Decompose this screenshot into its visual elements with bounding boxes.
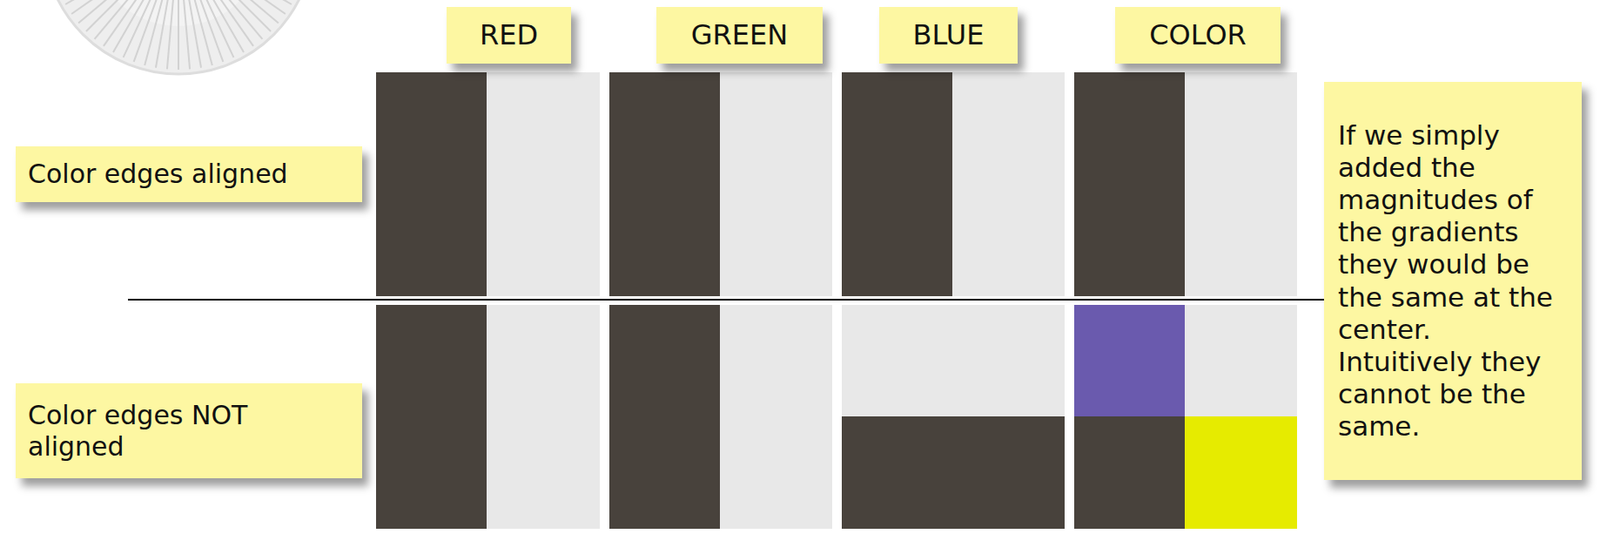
logo-ray <box>94 0 157 40</box>
note-text: If we simply added the magnitudes of the… <box>1337 119 1568 444</box>
dark-region <box>1074 416 1185 529</box>
dark-region <box>1074 72 1185 296</box>
dark-region <box>841 72 953 296</box>
row-label-note: Color edges NOT aligned <box>15 383 363 478</box>
yellow-region <box>1184 416 1298 529</box>
logo-ray <box>71 0 150 14</box>
header-note: BLUE <box>879 6 1018 64</box>
panel <box>376 72 600 296</box>
panel <box>841 304 1065 529</box>
logo-ray <box>86 0 155 32</box>
logo <box>43 0 314 74</box>
note-text: COLOR <box>1123 18 1272 52</box>
note-text: Color edges aligned <box>27 158 350 190</box>
panel <box>609 304 833 529</box>
panel <box>1074 72 1298 296</box>
panel <box>376 304 600 529</box>
explanation-note: If we simply added the magnitudes of the… <box>1324 81 1582 480</box>
panel <box>841 72 1065 296</box>
logo-ray <box>65 0 148 5</box>
header-note: RED <box>446 6 572 64</box>
note-text: RED <box>455 18 563 52</box>
row-label-note: Color edges aligned <box>15 146 363 202</box>
logo-ray <box>177 0 180 70</box>
purple-region <box>1074 304 1185 417</box>
logo-ray <box>193 0 234 58</box>
note-text: BLUE <box>887 18 1009 52</box>
panel <box>609 72 833 296</box>
dark-region <box>376 72 487 296</box>
header-note: GREEN <box>656 6 823 64</box>
logo-ray <box>167 0 176 69</box>
logo-ray <box>144 0 169 66</box>
logo-ray <box>181 0 190 69</box>
dark-region <box>609 72 720 296</box>
dark-region <box>376 304 487 529</box>
dark-region <box>841 416 1065 529</box>
panel <box>1074 304 1298 529</box>
note-text: GREEN <box>665 18 814 52</box>
logo-ray <box>155 0 173 68</box>
logo-ray <box>78 0 152 23</box>
header-note: COLOR <box>1115 6 1281 64</box>
note-text: Color edges NOT aligned <box>27 399 350 463</box>
divider-line <box>127 298 1332 301</box>
dark-region <box>609 304 720 529</box>
